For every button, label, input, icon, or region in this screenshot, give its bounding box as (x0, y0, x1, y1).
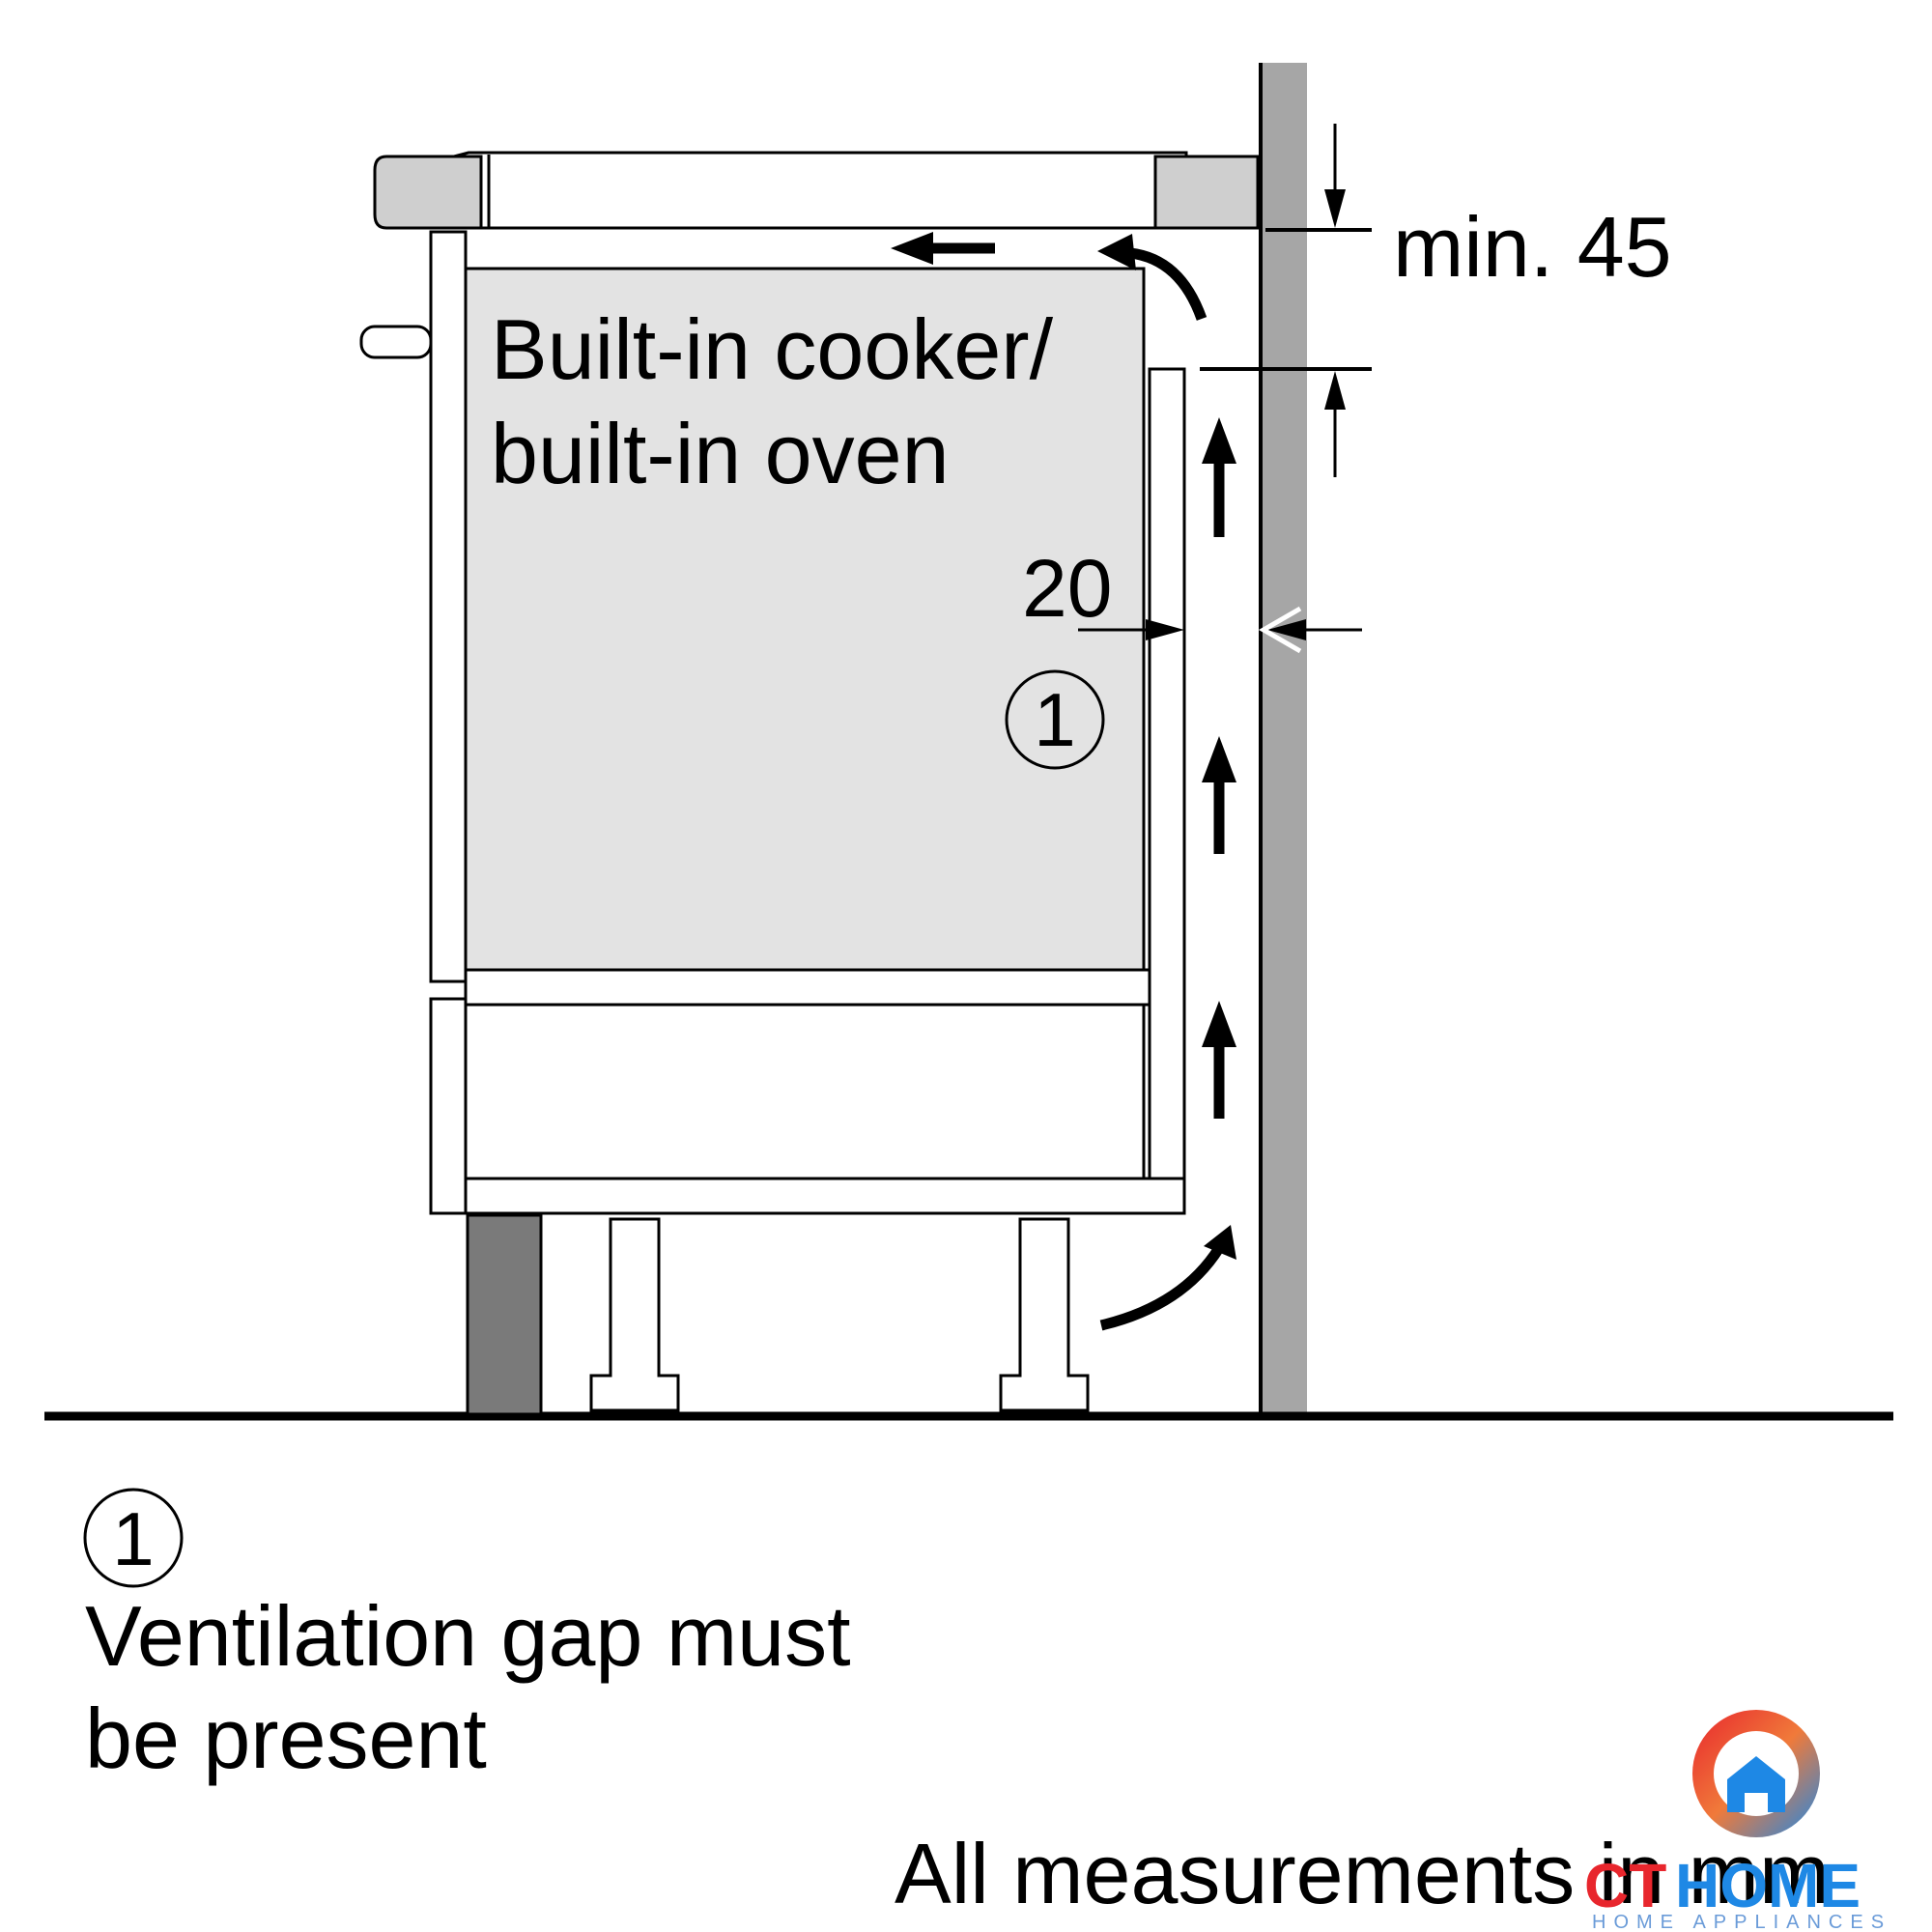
cabinet-drawer (464, 1003, 1146, 1180)
appliance-label-line1: Built-in cooker/ (491, 301, 1054, 397)
brand-logo-tagline: HOME APPLIANCES (1592, 1912, 1891, 1932)
brand-logo-home: HOME (1675, 1851, 1861, 1920)
oven-handle (359, 325, 433, 359)
airflow-arrow-up-3 (1202, 1001, 1236, 1119)
cabinet-rear-panel (1148, 367, 1186, 1180)
legend-circle (83, 1488, 184, 1588)
cabinet-foot-right (999, 1217, 1090, 1412)
marker-circle (1005, 669, 1105, 770)
brand-logo-ct: CT (1584, 1851, 1666, 1920)
airflow-arrow-curved-top (1097, 234, 1208, 321)
top-dimension-label: min. 45 (1393, 199, 1672, 295)
legend-text-line2: be present (85, 1690, 487, 1786)
cabinet-bottom-board (464, 1177, 1186, 1215)
airflow-arrow-curved-bottom (1099, 1225, 1236, 1331)
appliance-label-line2: built-in oven (491, 406, 950, 501)
cabinet-front-upper (429, 230, 468, 983)
cabinet-shelf (464, 968, 1151, 1007)
airflow-arrow-up-2 (1202, 736, 1236, 854)
hob (453, 151, 1188, 230)
plinth-panel (466, 1213, 543, 1416)
legend-number: 1 (112, 1496, 154, 1581)
cabinet-front-lower (429, 997, 468, 1215)
brand-logo-emblem (1692, 1710, 1820, 1837)
cabinet-foot-left (589, 1217, 680, 1412)
dimension-rear-gap (1078, 606, 1362, 654)
gap-dimension-label: 20 (1022, 543, 1112, 634)
marker-number: 1 (1034, 677, 1075, 762)
dimension-top-gap (1200, 124, 1372, 477)
side-wall (1261, 63, 1307, 1415)
airflow-arrow-left (891, 232, 995, 265)
oven-body (464, 267, 1146, 972)
legend-text-line1: Ventilation gap must (85, 1588, 851, 1684)
airflow-arrow-up-1 (1202, 417, 1236, 537)
footnote-measurements: All measurements in mm (895, 1826, 1830, 1921)
